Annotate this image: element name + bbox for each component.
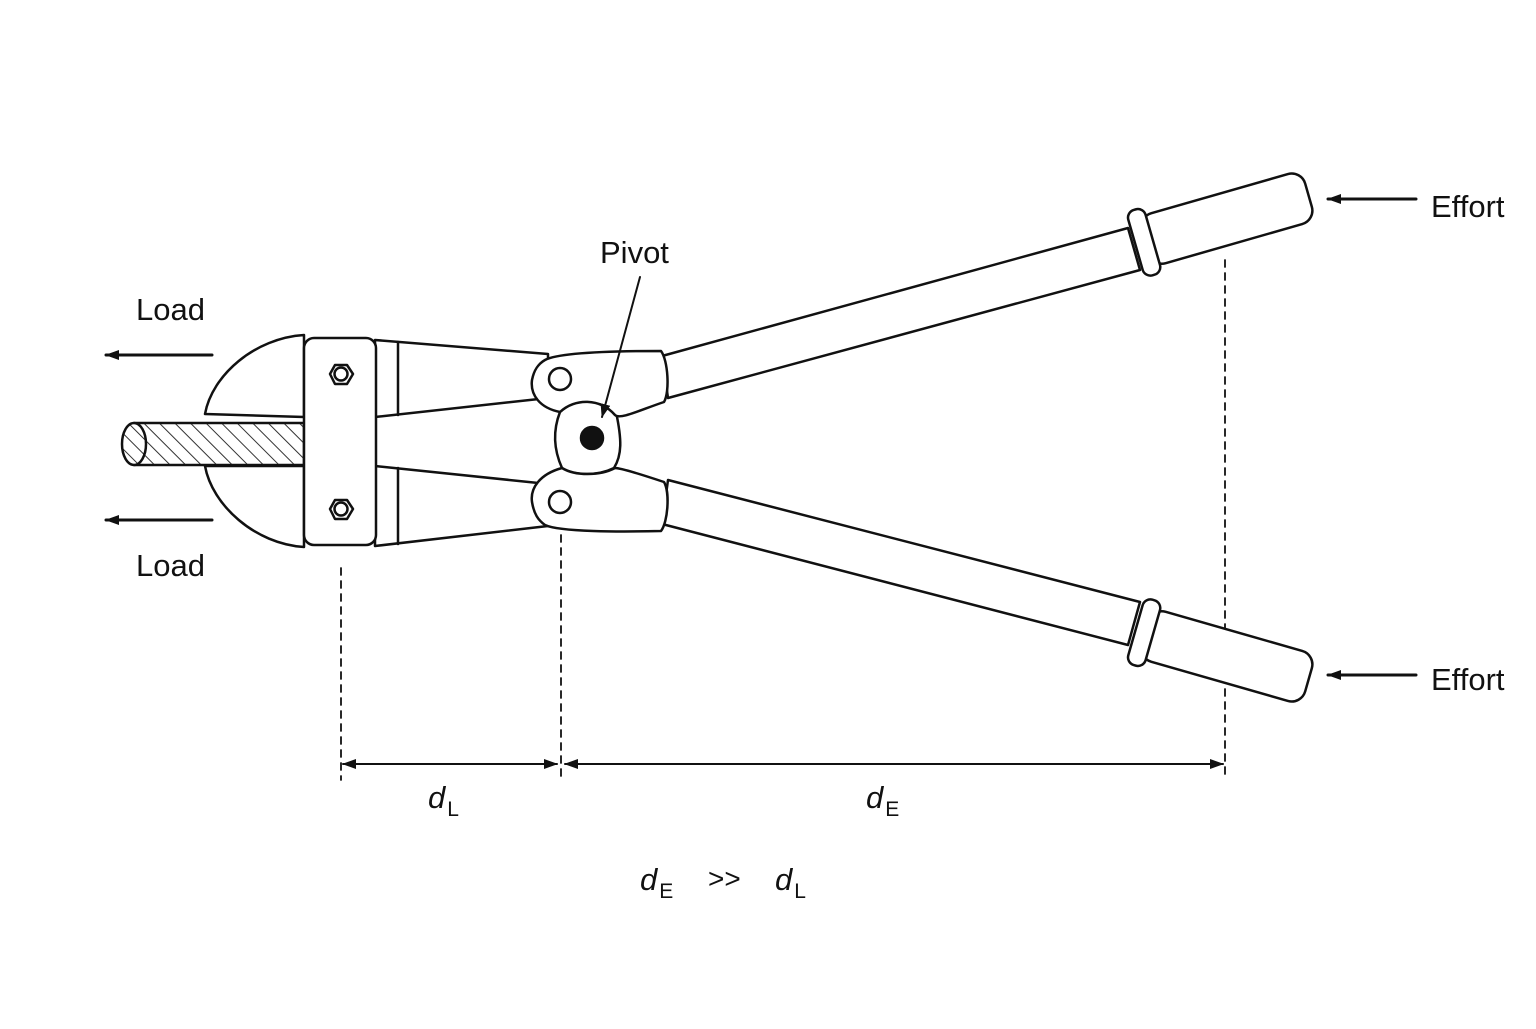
- effort-bottom-label: Effort: [1431, 662, 1505, 697]
- load-bottom-label: Load: [136, 548, 205, 583]
- upper-handle-arm: [660, 226, 1142, 400]
- lower-handle-grip: [1139, 610, 1314, 703]
- d-load-symbol: d: [428, 780, 447, 815]
- upper-hex-bolt-icon: [328, 363, 355, 386]
- upper-link-plate: [530, 349, 669, 418]
- d-load-label: dL: [428, 780, 459, 821]
- reference-lines: [340, 259, 1226, 781]
- d-load-subscript: L: [447, 798, 459, 821]
- pivot-assembly: [530, 349, 669, 533]
- workpiece-rod: [120, 421, 306, 467]
- relation-right: dL: [775, 862, 806, 903]
- effort-top-label: Effort: [1431, 189, 1505, 224]
- clamp-plate: [302, 336, 378, 547]
- relation-left-subscript: E: [659, 880, 673, 903]
- upper-grip-collar: [1126, 207, 1162, 277]
- relation-equation: dE >> dL: [640, 862, 806, 903]
- lower-handle: [660, 478, 1314, 703]
- lower-jaw: [203, 464, 306, 549]
- relation-left-symbol: d: [640, 862, 659, 897]
- d-effort-label: dE: [866, 780, 899, 821]
- relation-left: dE: [640, 862, 673, 903]
- upper-jaw: [203, 333, 306, 419]
- d-effort-symbol: d: [866, 780, 885, 815]
- upper-handle-grip: [1139, 172, 1314, 265]
- clamp-plate-body: [302, 336, 378, 547]
- rod-body: [132, 421, 306, 467]
- lower-link-pin: [547, 489, 573, 515]
- lower-grip-collar: [1126, 598, 1162, 668]
- relation-right-symbol: d: [775, 862, 794, 897]
- lower-jaw-link: [373, 464, 550, 548]
- relation-right-subscript: L: [794, 880, 806, 903]
- lower-handle-arm: [660, 478, 1142, 647]
- d-effort-subscript: E: [885, 798, 899, 821]
- rod-end: [120, 421, 148, 467]
- pivot-pointer-arrow: [600, 276, 641, 418]
- upper-handle: [660, 172, 1314, 400]
- upper-link-pin: [547, 366, 573, 392]
- relation-operator: >>: [708, 863, 741, 894]
- lower-hex-bolt-icon: [328, 498, 355, 521]
- upper-jaw-link: [373, 338, 550, 419]
- pivot-point: [579, 425, 605, 451]
- load-top-label: Load: [136, 292, 205, 327]
- pivot-label: Pivot: [600, 235, 669, 270]
- force-arrows: [104, 194, 1418, 680]
- lower-link-plate: [530, 466, 669, 533]
